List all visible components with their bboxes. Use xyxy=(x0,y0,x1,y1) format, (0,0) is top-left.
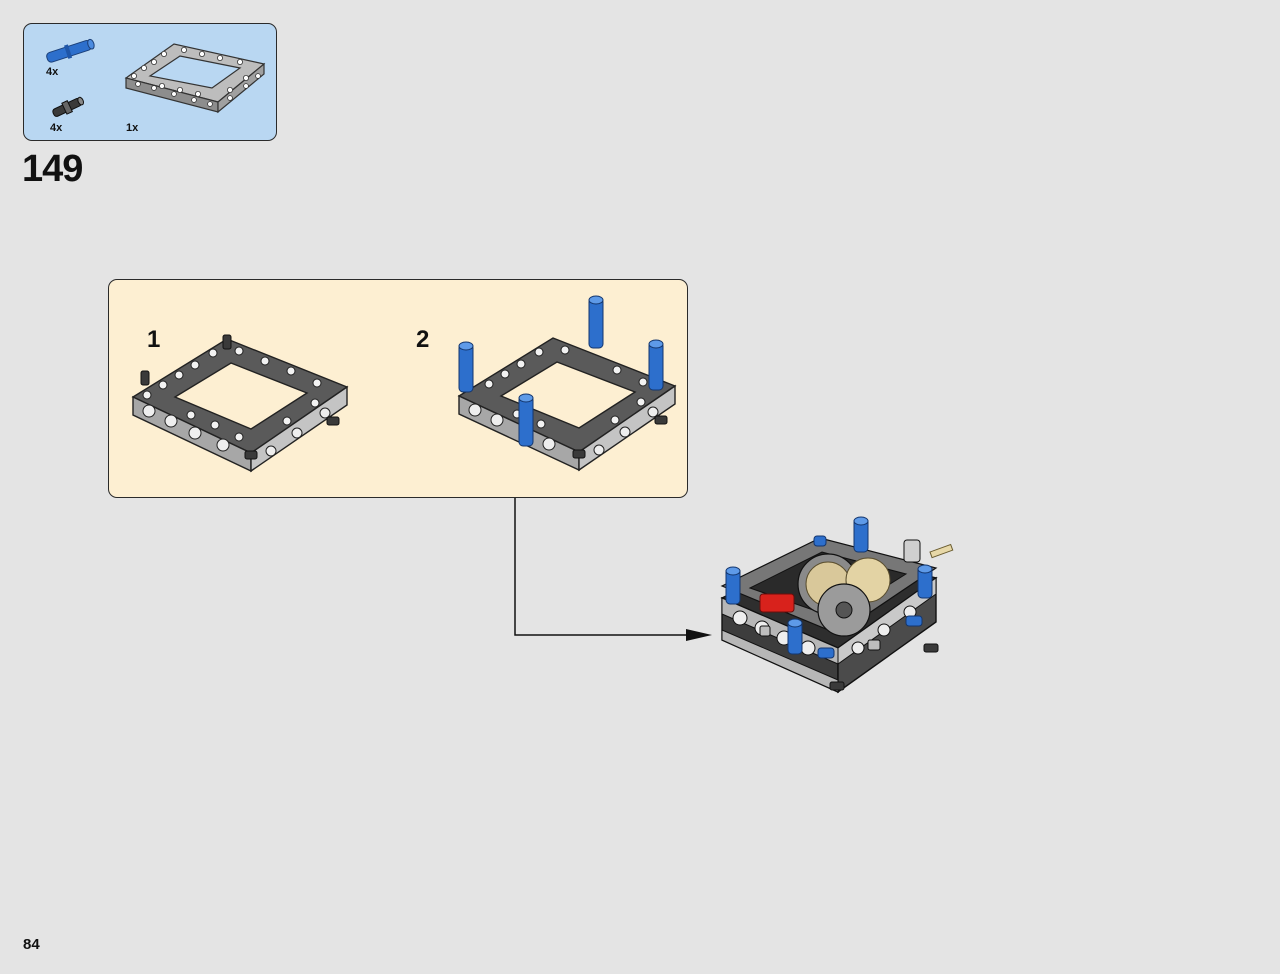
frame-icon xyxy=(124,43,266,114)
substeps-callout: 1 2 xyxy=(108,279,688,498)
blue-axle-pin-icon xyxy=(46,38,95,63)
part-quantity: 4x xyxy=(46,66,59,78)
frame-with-blue-pins-icon xyxy=(457,295,677,472)
page-number: 84 xyxy=(23,936,40,953)
part-quantity: 1x xyxy=(126,122,139,134)
substep-number: 2 xyxy=(416,326,430,353)
substep-number: 1 xyxy=(147,326,161,353)
frame-with-black-pins-icon xyxy=(131,334,349,473)
part-quantity: 4x xyxy=(50,122,63,134)
parts-callout: 4x 4x 1x xyxy=(23,23,277,141)
black-pin-icon xyxy=(52,96,85,117)
step-number: 149 xyxy=(22,148,83,190)
gearbox-assembly-icon xyxy=(720,516,954,694)
